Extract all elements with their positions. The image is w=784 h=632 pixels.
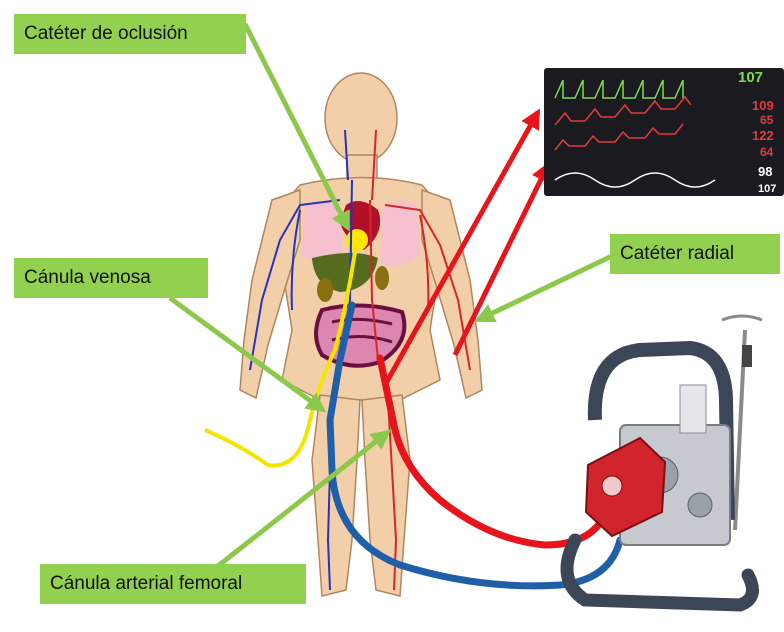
ecmo-console — [567, 316, 762, 605]
monitor-value-4: 122 — [752, 128, 774, 143]
label-femoral-arterial-cannula: Cánula arterial femoral — [40, 564, 306, 604]
label-radial-catheter: Catéter radial — [610, 234, 780, 274]
radial-arrow-2 — [455, 165, 548, 355]
monitor-value-2: 109 — [752, 98, 774, 113]
monitor-value-7: 107 — [758, 183, 776, 195]
patient-monitor: 107 109 65 122 64 98 107 — [544, 68, 784, 196]
label-occlusion-catheter: Catéter de oclusión — [14, 14, 246, 54]
label-venous-cannula: Cánula venosa — [14, 258, 208, 298]
monitor-value-6: 98 — [758, 164, 772, 179]
monitor-value-5: 64 — [760, 145, 774, 159]
monitor-value-3: 65 — [760, 113, 774, 127]
monitor-value-1: 107 — [738, 69, 763, 86]
